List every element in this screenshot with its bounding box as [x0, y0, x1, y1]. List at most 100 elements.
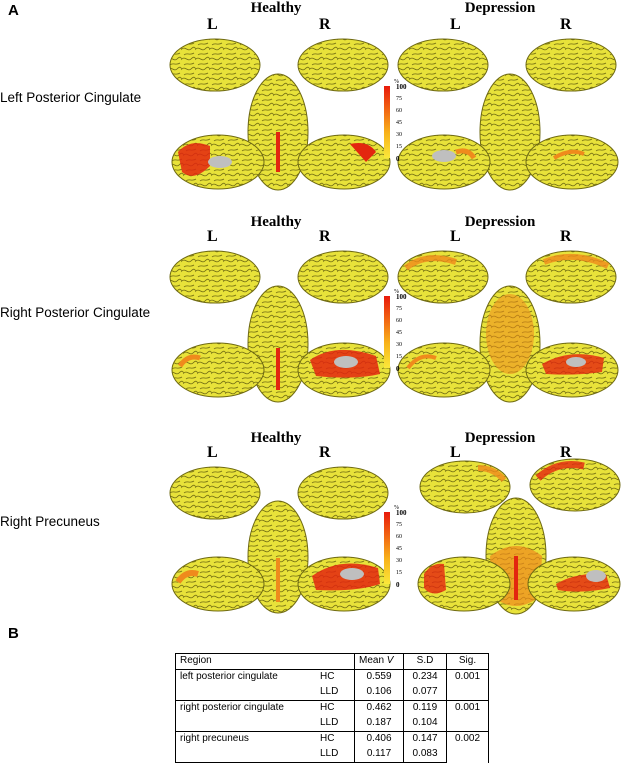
region-name-empty — [175, 747, 316, 763]
group-label: HC — [316, 731, 355, 747]
sd-value: 0.083 — [403, 747, 447, 763]
colorbar-tick: 75 — [396, 306, 402, 312]
brain-depression-medial-right — [527, 556, 621, 612]
colorbar-unit: % — [394, 289, 399, 295]
colorbar-tick: 0 — [396, 365, 400, 373]
colorbar: % 100 75 60 45 30 15 0 — [382, 79, 428, 168]
brain-depression-lateral-left — [397, 250, 489, 304]
brain-healthy-lateral-right — [297, 466, 389, 520]
row-label-right-precuneus: Right Precuneus — [0, 514, 100, 529]
table-row: LLD 0.187 0.104 — [175, 716, 489, 732]
region-name: right precuneus — [175, 731, 316, 747]
group-title-depression: Depression — [464, 214, 536, 230]
group-label: HC — [316, 669, 355, 685]
colorbar-unit: % — [394, 79, 399, 85]
hemisphere-label-right: R — [319, 16, 331, 33]
brain-healthy-lateral-right — [297, 38, 389, 92]
brain-depression-lateral-right — [525, 250, 617, 304]
group-label: HC — [316, 700, 355, 716]
sig-value: 0.001 — [446, 669, 489, 701]
colorbar: % 100 75 60 45 30 15 0 — [382, 505, 428, 594]
hemisphere-label-left: L — [207, 444, 218, 461]
brain-healthy-lateral-right — [297, 250, 389, 304]
header-sig: Sig. — [446, 653, 489, 670]
hemisphere-label-left: L — [207, 228, 218, 245]
sd-value: 0.147 — [403, 731, 447, 747]
table-row: LLD 0.106 0.077 — [175, 685, 489, 701]
header-sd: S.D — [403, 653, 447, 670]
brain-depression-lateral-left — [419, 460, 511, 514]
mean-value: 0.106 — [354, 685, 404, 701]
colorbar-gradient — [384, 296, 390, 368]
header-mean-symbol: V — [386, 655, 394, 666]
panel-b-label: B — [8, 625, 19, 642]
colorbar-tick: 100 — [396, 83, 407, 91]
colorbar-unit: % — [394, 505, 399, 511]
colorbar-tick: 60 — [396, 318, 402, 324]
header-mean-label: Mean — [359, 655, 387, 666]
sig-value: 0.001 — [446, 700, 489, 732]
brain-depression-lateral-left — [397, 38, 489, 92]
brain-depression-lateral-right — [525, 38, 617, 92]
brain-healthy-lateral-left — [169, 466, 261, 520]
table-header-row: Region Mean V S.D Sig. — [175, 653, 489, 670]
group-title-depression: Depression — [464, 0, 536, 16]
colorbar-tick: 45 — [396, 120, 402, 126]
brain-healthy-medial-left — [171, 342, 265, 398]
colorbar-tick: 100 — [396, 509, 407, 517]
mean-value: 0.117 — [354, 747, 404, 763]
colorbar-tick: 0 — [396, 581, 400, 589]
colorbar-gradient — [384, 86, 390, 158]
row-label-left-posterior-cingulate: Left Posterior Cingulate — [0, 90, 142, 105]
brain-healthy-lateral-left — [169, 250, 261, 304]
sd-value: 0.234 — [403, 669, 447, 685]
brain-healthy-medial-left — [171, 556, 265, 612]
hemisphere-label-right: R — [319, 444, 331, 461]
colorbar-tick: 75 — [396, 522, 402, 528]
colorbar-tick: 15 — [396, 354, 402, 360]
hemisphere-label-right: R — [319, 228, 331, 245]
table-row: right posterior cingulate HC 0.462 0.119… — [175, 700, 489, 732]
hemisphere-label-left: L — [450, 16, 461, 33]
stats-table: Region Mean V S.D Sig. left posterior ci… — [175, 653, 489, 763]
colorbar-tick: 15 — [396, 144, 402, 150]
brain-depression-medial-right — [525, 342, 619, 398]
brain-healthy-medial-right — [297, 342, 391, 398]
brain-depression-medial-left — [417, 556, 511, 612]
brain-depression-top — [479, 73, 541, 191]
sd-value: 0.104 — [403, 716, 447, 732]
mean-value: 0.462 — [354, 700, 404, 716]
mean-value: 0.187 — [354, 716, 404, 732]
group-title-healthy: Healthy — [250, 214, 302, 230]
brain-depression-medial-left — [397, 342, 491, 398]
colorbar-tick: 0 — [396, 155, 400, 163]
region-name-empty — [175, 716, 316, 732]
brain-depression-medial-right — [525, 134, 619, 190]
region-name-empty — [175, 685, 316, 701]
hemisphere-label-left: L — [207, 16, 218, 33]
sd-value: 0.077 — [403, 685, 447, 701]
group-label: LLD — [316, 747, 355, 763]
header-mean-v: Mean V — [354, 653, 404, 670]
row-label-right-posterior-cingulate: Right Posterior Cingulate — [0, 305, 151, 320]
colorbar-tick: 60 — [396, 534, 402, 540]
colorbar-tick: 45 — [396, 330, 402, 336]
region-name: right posterior cingulate — [175, 700, 316, 716]
hemisphere-label-left: L — [450, 444, 461, 461]
colorbar-tick: 30 — [396, 132, 402, 138]
colorbar-tick: 30 — [396, 342, 402, 348]
region-name: left posterior cingulate — [175, 669, 316, 685]
table-row: left posterior cingulate HC 0.559 0.234 … — [175, 669, 489, 701]
colorbar-tick: 60 — [396, 108, 402, 114]
colorbar-tick: 45 — [396, 546, 402, 552]
group-label: LLD — [316, 685, 355, 701]
group-title-healthy: Healthy — [250, 0, 302, 16]
table-row: LLD 0.117 0.083 — [175, 747, 489, 763]
header-region: Region — [175, 653, 355, 670]
brain-depression-top — [479, 285, 541, 403]
mean-value: 0.406 — [354, 731, 404, 747]
group-title-healthy: Healthy — [250, 430, 302, 446]
brain-healthy-medial-right — [297, 556, 391, 612]
colorbar-tick: 75 — [396, 96, 402, 102]
hemisphere-label-right: R — [560, 444, 572, 461]
